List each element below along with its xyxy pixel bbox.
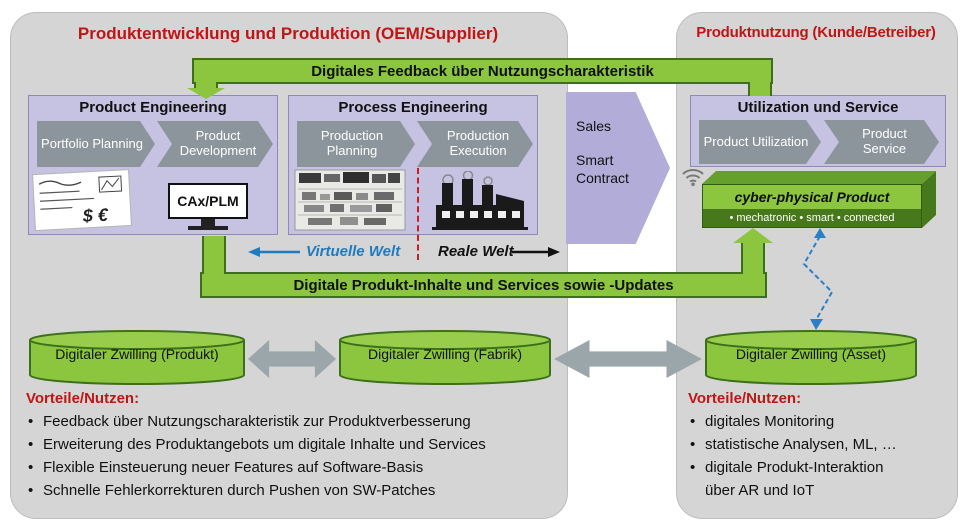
- virtual-real-divider: [417, 168, 419, 260]
- virtual-world-label: Virtuelle Welt: [306, 243, 401, 260]
- step-chevron-product-service: Product Service: [824, 120, 939, 164]
- feedback-arrowhead-down-icon: [187, 88, 225, 99]
- digital-twin-factory-cylinder: [339, 330, 551, 385]
- utilization-title: Utilization und Service: [737, 99, 899, 116]
- feedback-band-right-connector: [748, 82, 772, 96]
- step-chevron-portfolio-planning: Portfolio Planning: [37, 121, 155, 167]
- updates-band-left-connector: [202, 236, 226, 274]
- monitor-stand-neck: [201, 219, 215, 226]
- updates-band-right-connector: [741, 243, 765, 274]
- utilization-box: Utilization und Service Product Utilizat…: [690, 95, 946, 167]
- benefit-item: digitale Produkt-Interaktion über AR und…: [688, 456, 910, 502]
- benefit-item: Schnelle Fehlerkorrekturen durch Pushen …: [26, 479, 560, 502]
- cyber-physical-product-box: cyber-physical Product • mechatronic • s…: [702, 184, 922, 228]
- feedback-band-left-connector: [194, 82, 218, 90]
- updates-band: Digitale Produkt-Inhalte und Services so…: [200, 272, 767, 298]
- digital-twin-asset-label: Digitaler Zwilling (Asset): [735, 346, 887, 362]
- benefit-item: Erweiterung des Produktangebots um digit…: [26, 433, 560, 456]
- product-engineering-title: Product Engineering: [79, 99, 227, 116]
- digital-twin-product-cylinder: [29, 330, 245, 385]
- digital-twin-product-label: Digitaler Zwilling (Produkt): [55, 346, 219, 362]
- cyber-physical-traits: • mechatronic • smart • connected: [703, 209, 921, 227]
- feedback-band: Digitales Feedback über Nutzungscharakte…: [192, 58, 773, 84]
- benefit-item: Feedback über Nutzungscharakteristik zur…: [26, 410, 560, 433]
- benefits-right: Vorteile/Nutzen: digitales Monitoring st…: [688, 390, 910, 502]
- benefits-right-title: Vorteile/Nutzen:: [688, 390, 802, 407]
- process-engineering-title: Process Engineering: [338, 99, 488, 116]
- smart-contract-label: Smart Contract: [576, 152, 629, 186]
- factory-icon: [432, 171, 528, 230]
- digital-twin-asset-cylinder: [705, 330, 917, 385]
- right-panel-title: Produktnutzung (Kunde/Betreiber): [696, 24, 936, 41]
- benefits-left-title: Vorteile/Nutzen:: [26, 390, 140, 407]
- benefits-left: Vorteile/Nutzen: Feedback über Nutzungsc…: [26, 390, 560, 502]
- data-link-zigzag-arrow-icon: [802, 228, 834, 330]
- budget-sketch-image: $ €: [32, 169, 132, 232]
- caxplm-box: CAx/PLM: [168, 183, 248, 219]
- monitor-stand-base: [188, 226, 228, 230]
- svg-text:$ €: $ €: [81, 205, 109, 226]
- sales-label: Sales: [576, 118, 612, 134]
- step-chevron-production-execution: Production Execution: [417, 121, 533, 167]
- benefit-item: Flexible Einsteuerung neuer Features auf…: [26, 456, 560, 479]
- sales-smart-contract-arrow: Sales Smart Contract: [566, 92, 670, 244]
- virtual-world-arrow-icon: [248, 247, 300, 257]
- factory-layout-image: [294, 169, 406, 231]
- cyber-physical-box-side-face: [922, 171, 936, 228]
- wifi-icon: [682, 169, 704, 187]
- step-chevron-product-development: Product Development: [157, 121, 273, 167]
- left-panel-title: Produktentwicklung und Produktion (OEM/S…: [77, 24, 499, 43]
- digital-twin-factory-label: Digitaler Zwilling (Fabrik): [367, 346, 523, 362]
- real-world-arrow-icon: [512, 247, 560, 257]
- benefit-item: digitales Monitoring: [688, 410, 910, 433]
- real-world-label: Reale Welt: [438, 243, 514, 260]
- cyber-physical-box-top-face: [702, 171, 936, 184]
- step-chevron-production-planning: Production Planning: [297, 121, 415, 167]
- cyber-physical-title: cyber-physical Product: [734, 189, 890, 205]
- benefit-item: statistische Analysen, ML, …: [688, 433, 910, 456]
- step-chevron-product-utilization: Product Utilization: [699, 120, 821, 164]
